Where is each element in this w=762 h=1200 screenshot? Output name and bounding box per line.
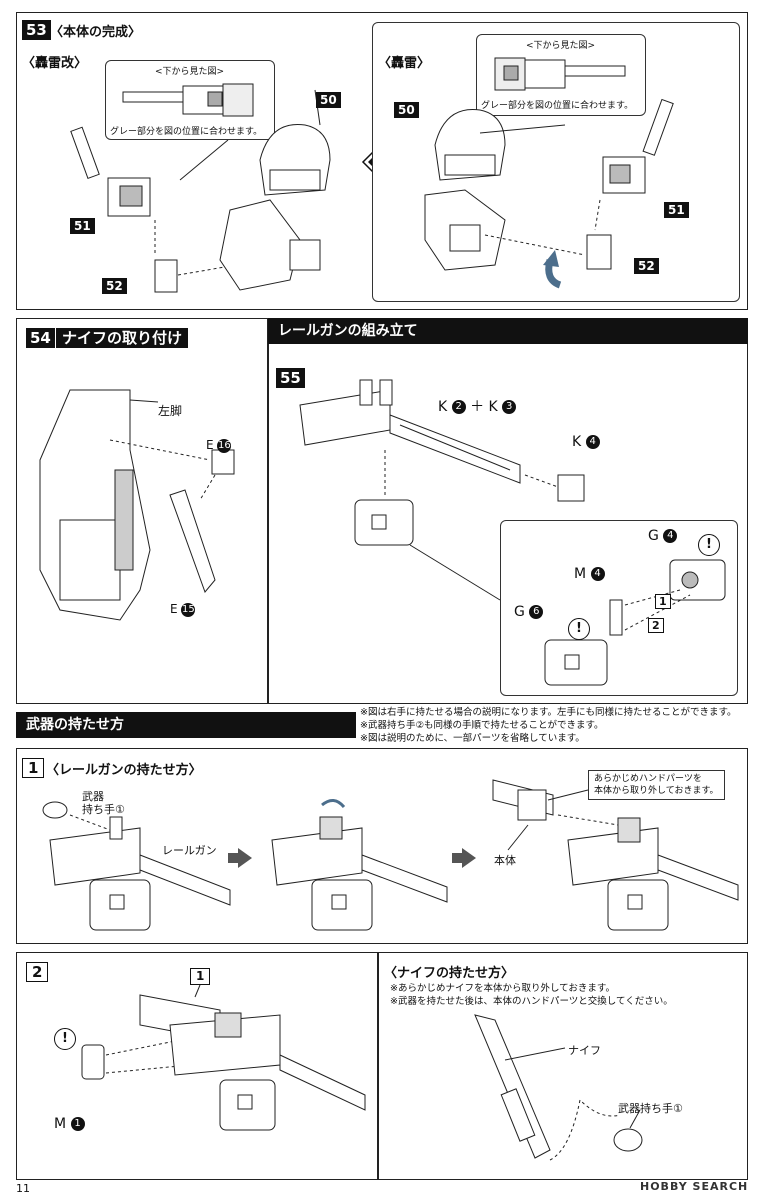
railgun-g4-num: 4 (663, 529, 678, 543)
railgun-g4-caution-icon: ! (698, 534, 720, 556)
railgun-m4-label: M 4 (574, 566, 605, 582)
step54-part-e16: E 16 (206, 438, 232, 453)
step53-number: 53 (22, 20, 51, 40)
step54-leg-label: 左脚 (158, 404, 183, 418)
weapons-step2-number: 2 (26, 962, 49, 982)
weapons-remove-note-line1: あらかじめハンドパーツを (594, 774, 702, 784)
railgun-g4-label: G 4 (648, 528, 678, 544)
weapons-notes: ※図は右手に持たせる場合の説明になります。左手にも同様に持たせることができます。… (360, 706, 737, 745)
weapons-hand-label: 武器 持ち手① (82, 790, 125, 816)
step53-left-bottom-view-illustration (122, 83, 254, 117)
weapons-step1-b-illustration (271, 799, 448, 931)
railgun-k-letter-2: K (488, 399, 498, 415)
step53-left-part-52: 52 (102, 278, 127, 294)
weapons-knife-panel (378, 952, 748, 1180)
step54-part-e16-letter: E (206, 438, 214, 452)
step53-right-view-label: <下から見た図> (526, 41, 596, 51)
weapons-m1-letter: M (54, 1116, 67, 1132)
weapons-remove-note-line2: 本体から取り外しておきます。 (594, 786, 719, 796)
weapons-note-1: ※図は右手に持たせる場合の説明になります。左手にも同様に持たせることができます。 (360, 707, 737, 718)
step54-part-e15-letter: E (170, 602, 178, 616)
weapons-knife-title: 〈ナイフの持たせ方〉 (384, 966, 515, 981)
weapons-step1-a-illustration (42, 801, 231, 931)
weapons-step1-c-illustration (492, 779, 739, 931)
step53-right-part-51: 51 (664, 202, 689, 218)
railgun-order-2: 2 (648, 618, 664, 633)
weapons-step1-number: 1 (22, 758, 45, 778)
railgun-k-plus: ＋ (470, 399, 485, 415)
weapons-step2-illustration (81, 984, 366, 1131)
page-number: 11 (16, 1182, 30, 1195)
weapons-knife-note-2: ※武器を持たせた後は、本体のハンドパーツと交換してください。 (390, 996, 673, 1007)
weapons-hand-label-line1: 武器 (82, 790, 104, 803)
railgun-grip-detail-illustration (544, 559, 726, 686)
railgun-g6-num: 6 (529, 605, 544, 619)
weapons-step1-arrow-2-icon (462, 848, 476, 868)
railgun-m4-num: 4 (590, 567, 605, 581)
railgun-order-1: 1 (655, 594, 671, 609)
railgun-k23-label: K 2 ＋ K 3 (438, 396, 517, 416)
weapons-note-2: ※武器持ち手②も同様の手順で持たせることができます。 (360, 720, 604, 731)
step53-left-part-51: 51 (70, 218, 95, 234)
step54-number: 54 (26, 328, 55, 348)
step55-number: 55 (276, 368, 305, 388)
step54-part-e16-num: 16 (217, 438, 232, 453)
step53-left-gray-note: グレー部分を図の位置に合わせます。 (110, 127, 263, 137)
step53-right-variant: 〈轟雷〉 (378, 56, 431, 71)
weapons-note-3: ※図は説明のために、一部パーツを省略しています。 (360, 733, 585, 744)
railgun-k4-label: K 4 (572, 434, 600, 450)
weapons-step1-title: 〈レールガンの持たせ方〉 (46, 763, 202, 778)
weapons-step1-arrow-1-icon (238, 848, 252, 868)
weapons-header: 武器の持たせ方 (16, 712, 356, 738)
weapons-knife-note-1: ※あらかじめナイフを本体から取り外しておきます。 (390, 983, 615, 994)
weapons-step2-part-tag: 1 (190, 968, 211, 985)
weapons-knife-notes: ※あらかじめナイフを本体から取り外しておきます。 ※武器を持たせた後は、本体のハ… (390, 982, 673, 1008)
weapons-step1-arrow-2-body (452, 853, 462, 863)
railgun-m4-letter: M (574, 566, 587, 582)
railgun-g4-letter: G (648, 528, 659, 544)
step53-right-part-52: 52 (634, 258, 659, 274)
weapons-m1-label: M 1 (54, 1116, 85, 1132)
weapons-step2-caution-icon: ! (54, 1028, 76, 1050)
railgun-assembly-illustration (299, 379, 585, 601)
railgun-k4-num: 4 (585, 435, 600, 449)
step54-part-e15-num: 15 (181, 602, 196, 617)
step54-leg-illustration (39, 389, 235, 621)
weapons-body-label: 本体 (494, 854, 516, 867)
step53-left-view-label: <下から見た図> (155, 67, 225, 77)
railgun-k-letter: K (438, 399, 448, 415)
weapons-knife-illustration (474, 1014, 643, 1161)
railgun-g6-label: G 6 (514, 604, 544, 620)
step53-left-part-50: 50 (316, 92, 341, 108)
weapons-hand-label-line2: 持ち手① (82, 803, 125, 816)
weapons-knife-hand-label: 武器持ち手① (618, 1102, 683, 1115)
step54-title: ナイフの取り付け (56, 328, 189, 348)
step53-right-gray-note: グレー部分を図の位置に合わせます。 (481, 101, 634, 111)
weapons-knife-label: ナイフ (568, 1044, 601, 1057)
step53-right-illustration (424, 98, 674, 289)
hobby-search-watermark: HOBBY SEARCH (640, 1180, 749, 1193)
railgun-header: レールガンの組み立て (268, 318, 748, 344)
step53-left-illustration (70, 89, 331, 293)
weapons-remove-note: あらかじめハンドパーツを 本体から取り外しておきます。 (588, 770, 725, 800)
railgun-g6-letter: G (514, 604, 525, 620)
step53-title: 〈本体の完成〉 (50, 25, 142, 40)
weapons-m1-num: 1 (70, 1117, 85, 1131)
step54-part-e15: E 15 (170, 602, 196, 617)
weapons-railgun-label: レールガン (162, 844, 217, 857)
step53-right-bottom-view-illustration (494, 57, 626, 91)
railgun-k2-num: 2 (451, 400, 466, 414)
weapons-step1-arrow-1-body (228, 853, 238, 863)
step53-left-variant: 〈轟雷改〉 (22, 56, 88, 71)
railgun-k3-num: 3 (502, 400, 517, 414)
railgun-k4-letter: K (572, 434, 582, 450)
step53-right-part-50: 50 (394, 102, 419, 118)
